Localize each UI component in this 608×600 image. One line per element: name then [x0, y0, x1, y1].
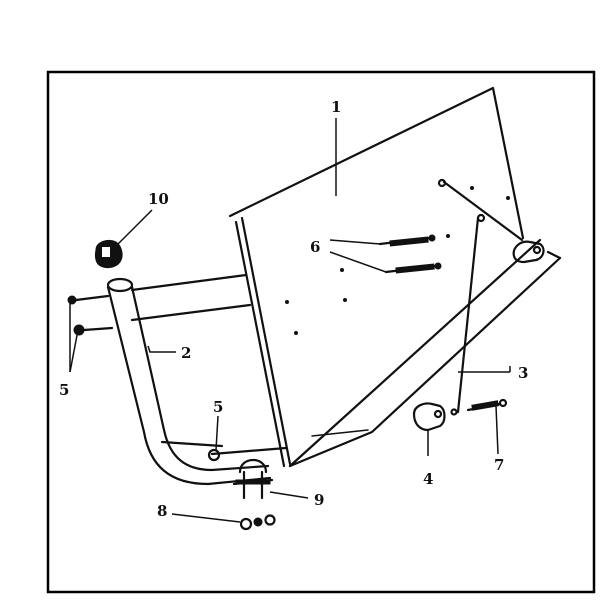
- part-1-deflector-plate: [228, 86, 525, 468]
- part-3-deflector-bracket: [288, 238, 562, 468]
- callout-8: 8: [157, 502, 167, 520]
- callout-6: 6: [310, 238, 320, 256]
- callout-10: 10: [148, 190, 169, 208]
- callout-3: 3: [518, 364, 528, 382]
- upper-spacer: [512, 240, 545, 264]
- callout-labels: 1 2 3 4 5 5 6 7 8 9 10: [59, 98, 528, 520]
- part-10-plug-cap: [94, 239, 123, 269]
- part-9-u-bolt-clamp: [232, 458, 274, 500]
- part-7-bolt: [466, 398, 508, 412]
- part-6-bolts: [378, 234, 442, 274]
- hook-rod: [437, 178, 524, 242]
- part-4-spacer: [412, 402, 458, 432]
- part-3-support-rod: [456, 213, 486, 414]
- callout-4: 4: [423, 470, 433, 488]
- diagram-frame: [46, 70, 596, 594]
- callout-5-left: 5: [59, 381, 69, 399]
- callout-9: 9: [314, 491, 324, 509]
- part-8-nuts: [239, 514, 276, 531]
- part-5-bolts: [67, 294, 221, 462]
- callout-2: 2: [181, 344, 191, 362]
- callout-1: 1: [331, 98, 341, 116]
- callout-5-center: 5: [213, 398, 223, 416]
- leader-lines: [69, 118, 511, 523]
- part-2-frame-tube: [106, 273, 288, 486]
- callout-7: 7: [494, 456, 504, 474]
